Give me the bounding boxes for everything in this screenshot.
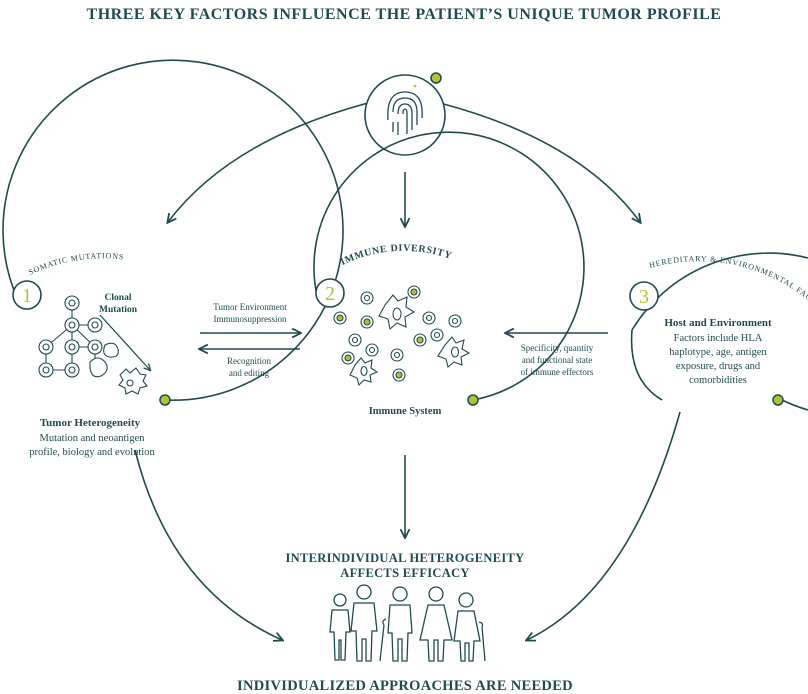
outer-arc-right <box>439 102 640 222</box>
factor-2-arc-label: IMMUNE DIVERSITY <box>339 243 453 268</box>
heterogeneity-heading-1: INTERINDIVIDUAL HETEROGENEITY <box>286 551 525 565</box>
factor-3-title: Host and Environment <box>664 317 772 329</box>
specificity-label-1: Specificity, quantity <box>521 343 594 353</box>
factor-3-desc-4: comorbidities <box>689 375 747 386</box>
tumor-env-label-1: Tumor Environment <box>213 302 287 312</box>
factor-2-number: 2 <box>325 283 335 305</box>
tumor-env-label-2: Immunosuppression <box>214 314 287 324</box>
specificity-label-3: of immune effectors <box>521 367 594 377</box>
fingerprint-node <box>364 72 446 156</box>
factor-1-desc-1: Mutation and neoantigen <box>40 433 146 444</box>
immune-cells-icon <box>333 285 471 387</box>
factor-2-title: Immune System <box>369 406 442 417</box>
factor-1-arc-label: SOMATIC MUTATIONS <box>27 251 124 277</box>
diverse-people-icon <box>329 584 486 662</box>
heterogeneity-heading-2: AFFECTS EFFICACY <box>340 566 469 580</box>
clonal-network-icon <box>38 295 150 395</box>
factor-1-inner-title-a: Clonal <box>105 293 132 303</box>
page-title: THREE KEY FACTORS INFLUENCE THE PATIENT’… <box>86 6 722 23</box>
svg-text:IMMUNE DIVERSITY: IMMUNE DIVERSITY <box>339 243 454 268</box>
recognition-label-1: Recognition <box>227 356 271 366</box>
outer-arc-left <box>168 102 369 222</box>
factor-3-desc-2: haplotype, age, antigen <box>669 347 767 358</box>
fingerprint-icon <box>387 84 423 135</box>
factor-1-title: Tumor Heterogeneity <box>40 417 141 429</box>
svg-text:SOMATIC MUTATIONS: SOMATIC MUTATIONS <box>27 251 125 277</box>
specificity-label-2: and functional state <box>522 355 592 365</box>
factor-3-desc-1: Factors include HLA <box>674 333 763 344</box>
factor-2-arc <box>313 131 585 401</box>
factor-1: 1 SOMATIC MUTATIONS Clonal Mutation Tumo… <box>2 59 344 458</box>
factor-1-number: 1 <box>22 285 32 307</box>
factor-1-desc-2: profile, biology and evolution <box>29 447 155 458</box>
final-heading: INDIVIDUALIZED APPROACHES ARE NEEDED <box>237 678 573 694</box>
outer-arc-bottom-right <box>527 411 681 640</box>
factor-3-desc-3: exposure, drugs and <box>676 361 761 372</box>
recognition-label-2: and editing <box>229 368 270 378</box>
factor-3-number: 3 <box>639 286 649 308</box>
factor-1-arc <box>2 59 344 401</box>
outer-arc-bottom-left <box>134 449 282 640</box>
factor-3: 3 HEREDITARY & ENVIRONMENTAL FACTORS Hos… <box>0 0 808 411</box>
factor-1-inner-title-b: Mutation <box>99 305 138 315</box>
factor-2: 2 IMMUNE DIVERSITY Immune System <box>313 131 585 417</box>
